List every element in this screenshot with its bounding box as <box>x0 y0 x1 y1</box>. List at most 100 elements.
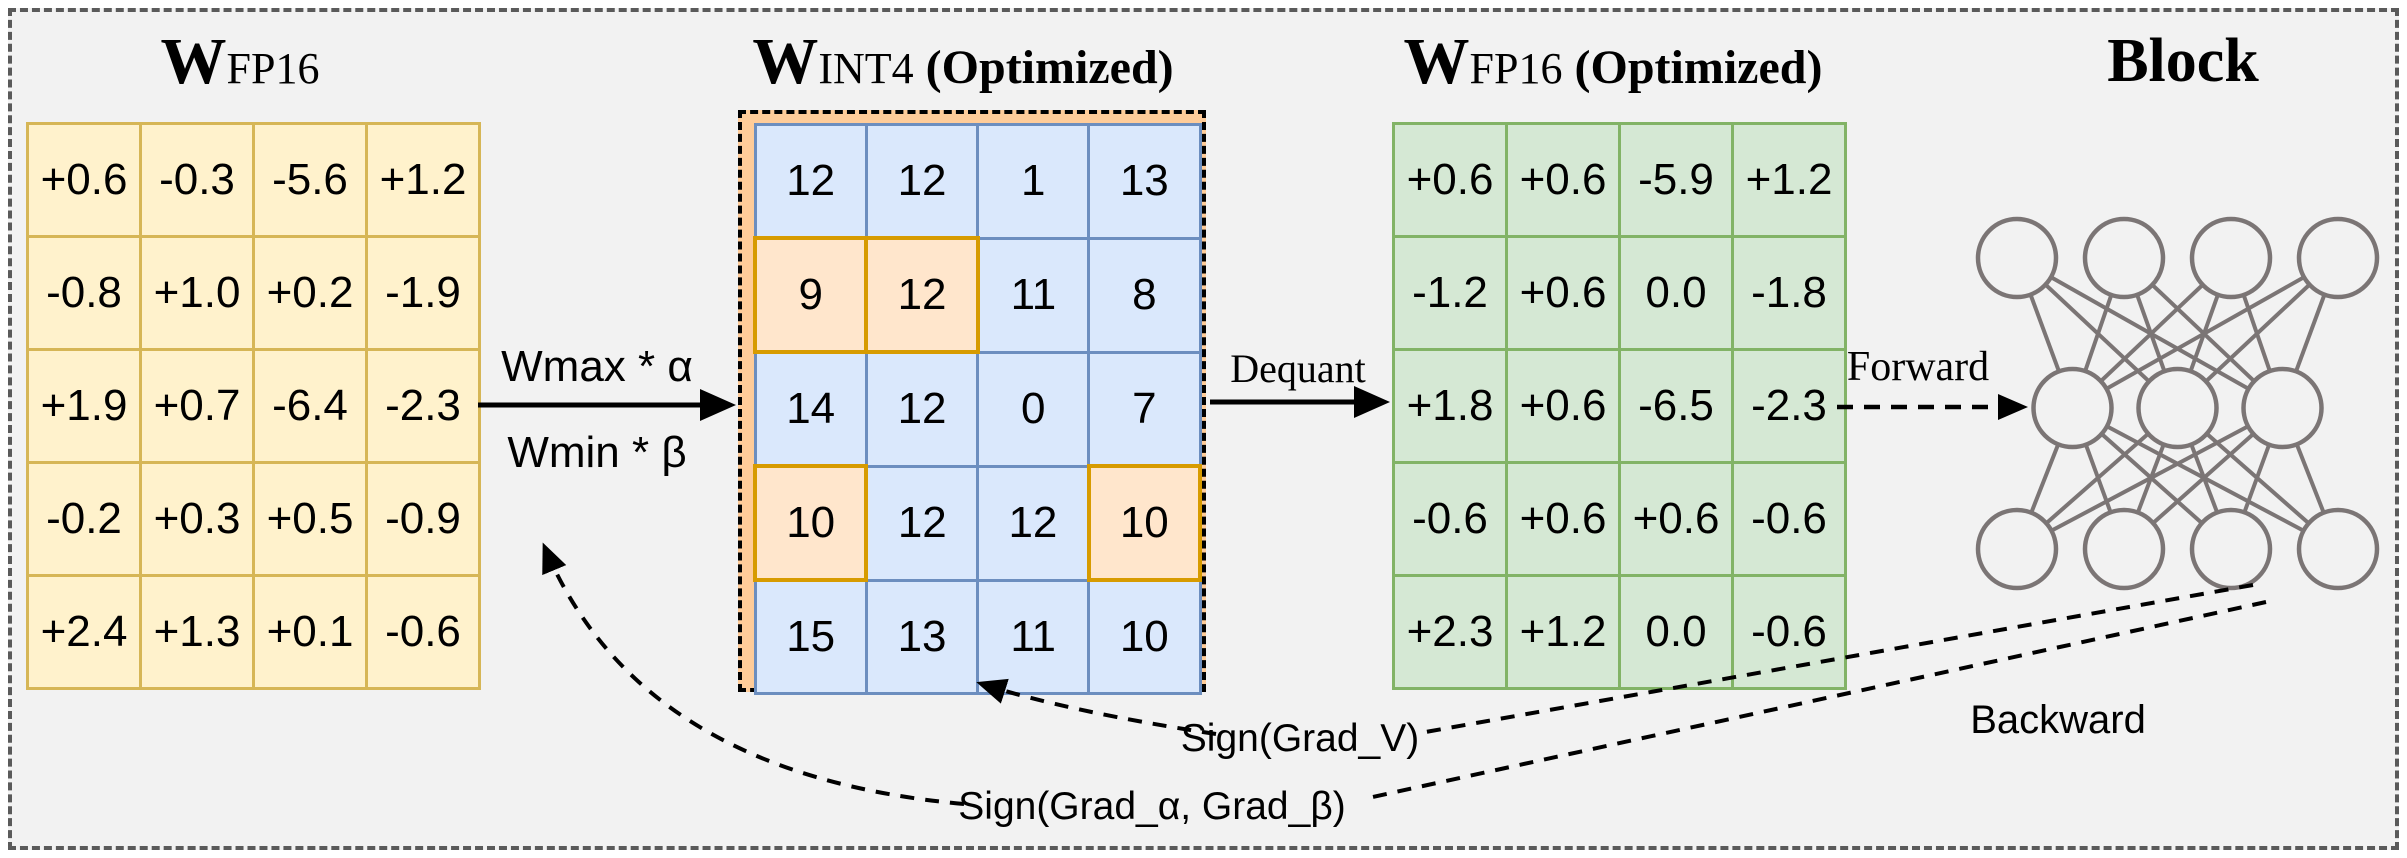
matrix-cell: -5.6 <box>252 122 368 238</box>
title-symbol: W <box>160 25 227 98</box>
network-node <box>2082 216 2166 300</box>
backward-path-gradab <box>1367 600 2267 800</box>
matrix-cell: 8 <box>1087 236 1202 354</box>
matrix-cell: +1.8 <box>1392 348 1508 464</box>
backward-path-gradv <box>1419 583 2254 735</box>
matrix-cell: +0.6 <box>1505 122 1621 238</box>
matrix-cell: +0.7 <box>139 348 255 464</box>
wmax-alpha-label: Wmax * α <box>501 342 693 391</box>
matrix-cell: +1.2 <box>1505 574 1621 690</box>
forward-label: Forward <box>1847 344 1989 390</box>
gradv-label: Sign(Grad_V) <box>1181 717 1419 760</box>
matrix-cell: 15 <box>753 578 868 695</box>
matrix-cell: 12 <box>976 464 1091 582</box>
network-node <box>2082 507 2166 591</box>
matrix-cell: +0.3 <box>139 461 255 577</box>
title-block: Block <box>2107 27 2259 95</box>
matrix-cell: -0.6 <box>1731 574 1847 690</box>
network-node <box>2189 507 2273 591</box>
matrix-cell: -1.8 <box>1731 235 1847 351</box>
matrix-cell: 11 <box>976 236 1091 354</box>
gradab-arrow <box>542 542 965 806</box>
network-node <box>1975 507 2059 591</box>
title-subscript: INT4 <box>818 44 914 93</box>
title-subscript: FP16 <box>1469 44 1563 93</box>
matrix-cell: -1.9 <box>365 235 481 351</box>
title-suffix: (Optimized) <box>925 41 1174 94</box>
wmin-beta-label: Wmin * β <box>507 428 686 477</box>
matrix-cell: -0.6 <box>365 574 481 690</box>
matrix-cell: -6.4 <box>252 348 368 464</box>
matrix-cell: 10 <box>1086 464 1203 582</box>
matrix-cell: 12 <box>864 123 980 240</box>
matrix-cell: 0.0 <box>1618 235 1734 351</box>
gradab-label: Sign(Grad_α, Grad_β) <box>958 785 1345 828</box>
neural-network <box>1975 216 2380 591</box>
network-node <box>2136 366 2219 450</box>
matrix-cell: +0.6 <box>1505 348 1621 464</box>
matrix-cell: 11 <box>976 578 1091 695</box>
matrix-cell: +1.2 <box>365 122 481 238</box>
network-edge <box>2016 406 2284 551</box>
network-node <box>2296 507 2380 591</box>
matrix-cell: 12 <box>864 350 980 468</box>
matrix-cell: +0.1 <box>252 574 368 690</box>
matrix-cell: 13 <box>1087 123 1202 240</box>
dequant-label: Dequant <box>1230 346 1366 391</box>
matrix-cell: 12 <box>864 236 980 354</box>
matrix-cell: 10 <box>1087 578 1202 695</box>
matrix-cell: -0.6 <box>1731 461 1847 577</box>
matrix-cell: -5.9 <box>1618 122 1734 238</box>
matrix-cell: +0.6 <box>26 122 142 238</box>
matrix-cell: +0.6 <box>1505 235 1621 351</box>
matrix-cell: +0.2 <box>252 235 368 351</box>
matrix-cell: 7 <box>1087 350 1202 468</box>
matrix-cell: 0 <box>976 350 1091 468</box>
matrix-cell: +2.3 <box>1392 574 1508 690</box>
title-suffix: (Optimized) <box>1574 41 1823 94</box>
network-node <box>2241 366 2324 450</box>
title-symbol: W <box>752 25 819 98</box>
matrix-cell: 1 <box>976 123 1091 240</box>
matrix-cell: +1.9 <box>26 348 142 464</box>
title-subscript: FP16 <box>226 44 320 93</box>
matrix-cell: 14 <box>753 350 868 468</box>
matrix-cell: -1.2 <box>1392 235 1508 351</box>
matrix-cell: +1.0 <box>139 235 255 351</box>
title-wint4-optimized: WINT4(Optimized) <box>752 24 1173 100</box>
network-node <box>2296 216 2380 300</box>
matrix-cell: +0.6 <box>1505 461 1621 577</box>
matrix-cell: 10 <box>752 464 869 582</box>
matrix-cell: 0.0 <box>1618 574 1734 690</box>
matrix-cell: +1.3 <box>139 574 255 690</box>
matrix-cell: +0.5 <box>252 461 368 577</box>
matrix-cell: -0.3 <box>139 122 255 238</box>
matrix-cell: +1.2 <box>1731 122 1847 238</box>
matrix-cell: -0.2 <box>26 461 142 577</box>
network-node <box>2031 366 2114 450</box>
matrix-cell: +0.6 <box>1392 122 1508 238</box>
matrix-cell: -2.3 <box>1731 348 1847 464</box>
network-edge <box>2071 256 2339 410</box>
matrix-cell: +2.4 <box>26 574 142 690</box>
matrix-cell: -6.5 <box>1618 348 1734 464</box>
matrix-fp16: +0.6-0.3-5.6+1.2 -0.8+1.0+0.2-1.9 +1.9+0.7… <box>26 122 481 690</box>
backward-label: Backward <box>1970 698 2146 742</box>
title-symbol: W <box>1403 25 1470 98</box>
matrix-cell: -0.9 <box>365 461 481 577</box>
network-node <box>2189 216 2273 300</box>
matrix-cell: 9 <box>752 236 869 354</box>
title-wfp16: WFP16 <box>161 24 332 100</box>
matrix-cell: +0.6 <box>1618 461 1734 577</box>
matrix-cell: -0.8 <box>26 235 142 351</box>
network-node <box>1975 216 2059 300</box>
matrix-cell: 13 <box>864 578 980 695</box>
gradv-arrow <box>976 678 1217 736</box>
matrix-cell: 12 <box>864 464 980 582</box>
matrix-cell: 12 <box>753 123 868 240</box>
